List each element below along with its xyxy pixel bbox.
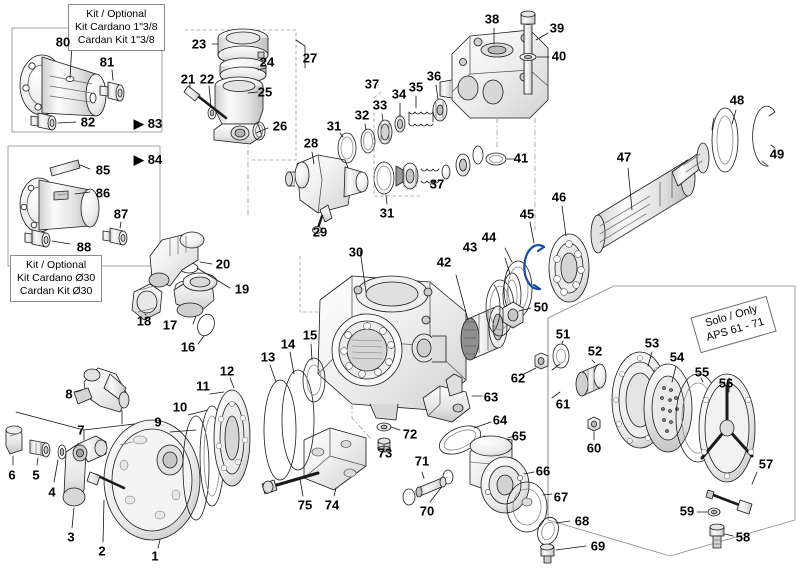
part-callout-24: 24	[259, 54, 275, 70]
part-callout-26: 26	[272, 118, 288, 134]
part-callout-69: 69	[590, 538, 606, 554]
part-callout-6: 6	[8, 467, 16, 483]
part-callout-22: 22	[199, 71, 215, 87]
kit-box-2-line-1: Kit / Optional	[26, 259, 87, 271]
part-callout-7: 7	[77, 422, 85, 438]
part-callout-54: 54	[669, 349, 685, 365]
part-callout-10: 10	[172, 399, 188, 415]
part-callout-21: 21	[180, 71, 196, 87]
part-callout-53: 53	[644, 335, 660, 351]
part-callout-37: 37	[429, 176, 445, 192]
part-callout-67: 67	[553, 489, 569, 505]
part-callout-2: 2	[98, 543, 106, 559]
part-callout-32: 32	[354, 107, 370, 123]
kit-box-2-line-2: Kit Cardano Ø30	[17, 271, 96, 284]
kit-box-2-line-3: Cardan Kit Ø30	[19, 284, 93, 297]
part-callout-70: 70	[419, 503, 435, 519]
part-callout-35: 35	[408, 79, 424, 95]
part-callout-80: 80	[55, 34, 71, 50]
arrow-marker-83-label: 83	[147, 116, 163, 131]
part-callout-58: 58	[735, 529, 751, 545]
part-callout-39: 39	[549, 20, 565, 36]
part-callout-65: 65	[511, 428, 527, 444]
part-callout-20: 20	[215, 256, 231, 272]
part-callout-45: 45	[519, 206, 535, 222]
part-callout-16: 16	[180, 339, 196, 355]
part-callout-31: 31	[326, 118, 342, 134]
part-callout-55: 55	[694, 364, 710, 380]
part-callout-25: 25	[257, 84, 273, 100]
part-callout-29: 29	[312, 224, 328, 240]
part-callout-57: 57	[758, 456, 774, 472]
kit-box-1-line-1: Kit / Optional	[86, 8, 147, 20]
part-callout-59: 59	[679, 503, 695, 519]
part-callout-38: 38	[484, 11, 500, 27]
part-callout-4: 4	[48, 484, 56, 500]
part-callout-34: 34	[391, 86, 407, 102]
part-callout-11: 11	[196, 378, 210, 394]
triangle-right-icon: ▶	[133, 152, 144, 167]
part-callout-64: 64	[492, 412, 508, 428]
part-callout-87: 87	[113, 206, 129, 222]
part-callout-14: 14	[280, 336, 296, 352]
part-callout-63: 63	[483, 389, 499, 405]
part-callout-8: 8	[65, 386, 73, 402]
part-callout-3: 3	[67, 529, 75, 545]
part-callout-27: 27	[302, 50, 318, 66]
part-callout-17: 17	[162, 317, 178, 333]
part-callout-5: 5	[32, 467, 40, 483]
kit-box-1-line-2: Kit Cardano 1"3/8	[75, 20, 158, 33]
part-callout-13: 13	[260, 349, 276, 365]
part-callout-49: 49	[769, 146, 785, 162]
part-callout-28: 28	[303, 135, 319, 151]
part-callout-1: 1	[151, 548, 159, 564]
part-callout-31: 31	[379, 205, 395, 221]
part-callout-30: 30	[348, 244, 364, 260]
part-callout-42: 42	[436, 254, 452, 270]
part-callout-60: 60	[586, 440, 602, 456]
part-callout-56: 56	[718, 375, 734, 391]
part-callout-15: 15	[302, 327, 318, 343]
part-callout-23: 23	[191, 36, 207, 52]
arrow-marker-84-label: 84	[147, 152, 163, 167]
part-callout-50: 50	[533, 299, 549, 315]
part-callout-82: 82	[80, 114, 96, 130]
part-callout-85: 85	[95, 162, 111, 178]
kit-box-1-line-3: Cardan Kit 1"3/8	[77, 33, 155, 46]
part-callout-68: 68	[574, 513, 590, 529]
part-callout-71: 71	[414, 453, 430, 469]
part-callout-41: 41	[513, 150, 529, 166]
arrow-marker-83: ▶83	[134, 116, 162, 132]
part-callout-62: 62	[510, 370, 526, 386]
arrow-marker-84: ▶84	[134, 152, 162, 168]
part-callout-33: 33	[372, 97, 388, 113]
part-callout-47: 47	[616, 149, 632, 165]
part-callout-81: 81	[99, 54, 115, 70]
part-callout-46: 46	[551, 189, 567, 205]
part-callout-52: 52	[587, 343, 603, 359]
kit-box-cardano-1-3-8: Kit / Optional Kit Cardano 1"3/8 Cardan …	[68, 4, 165, 52]
kit-box-cardano-d30: Kit / Optional Kit Cardano Ø30 Cardan Ki…	[10, 255, 103, 303]
part-callout-75: 75	[297, 497, 313, 513]
part-callout-43: 43	[462, 239, 478, 255]
part-callout-9: 9	[154, 414, 162, 430]
triangle-right-icon: ▶	[133, 116, 144, 131]
part-callout-66: 66	[535, 463, 551, 479]
part-callout-51: 51	[555, 326, 571, 342]
part-callout-88: 88	[76, 239, 92, 255]
part-callout-86: 86	[95, 185, 111, 201]
part-callout-37: 37	[364, 76, 380, 92]
part-callout-12: 12	[219, 363, 235, 379]
part-callout-18: 18	[136, 313, 152, 329]
part-callout-73: 73	[377, 445, 393, 461]
part-callout-48: 48	[729, 92, 745, 108]
part-callout-72: 72	[402, 426, 418, 442]
part-callout-40: 40	[551, 48, 567, 64]
part-callout-36: 36	[426, 68, 442, 84]
part-callout-19: 19	[234, 281, 250, 297]
part-callout-61: 61	[555, 396, 571, 412]
part-callout-44: 44	[481, 229, 497, 245]
part-callout-74: 74	[324, 497, 340, 513]
